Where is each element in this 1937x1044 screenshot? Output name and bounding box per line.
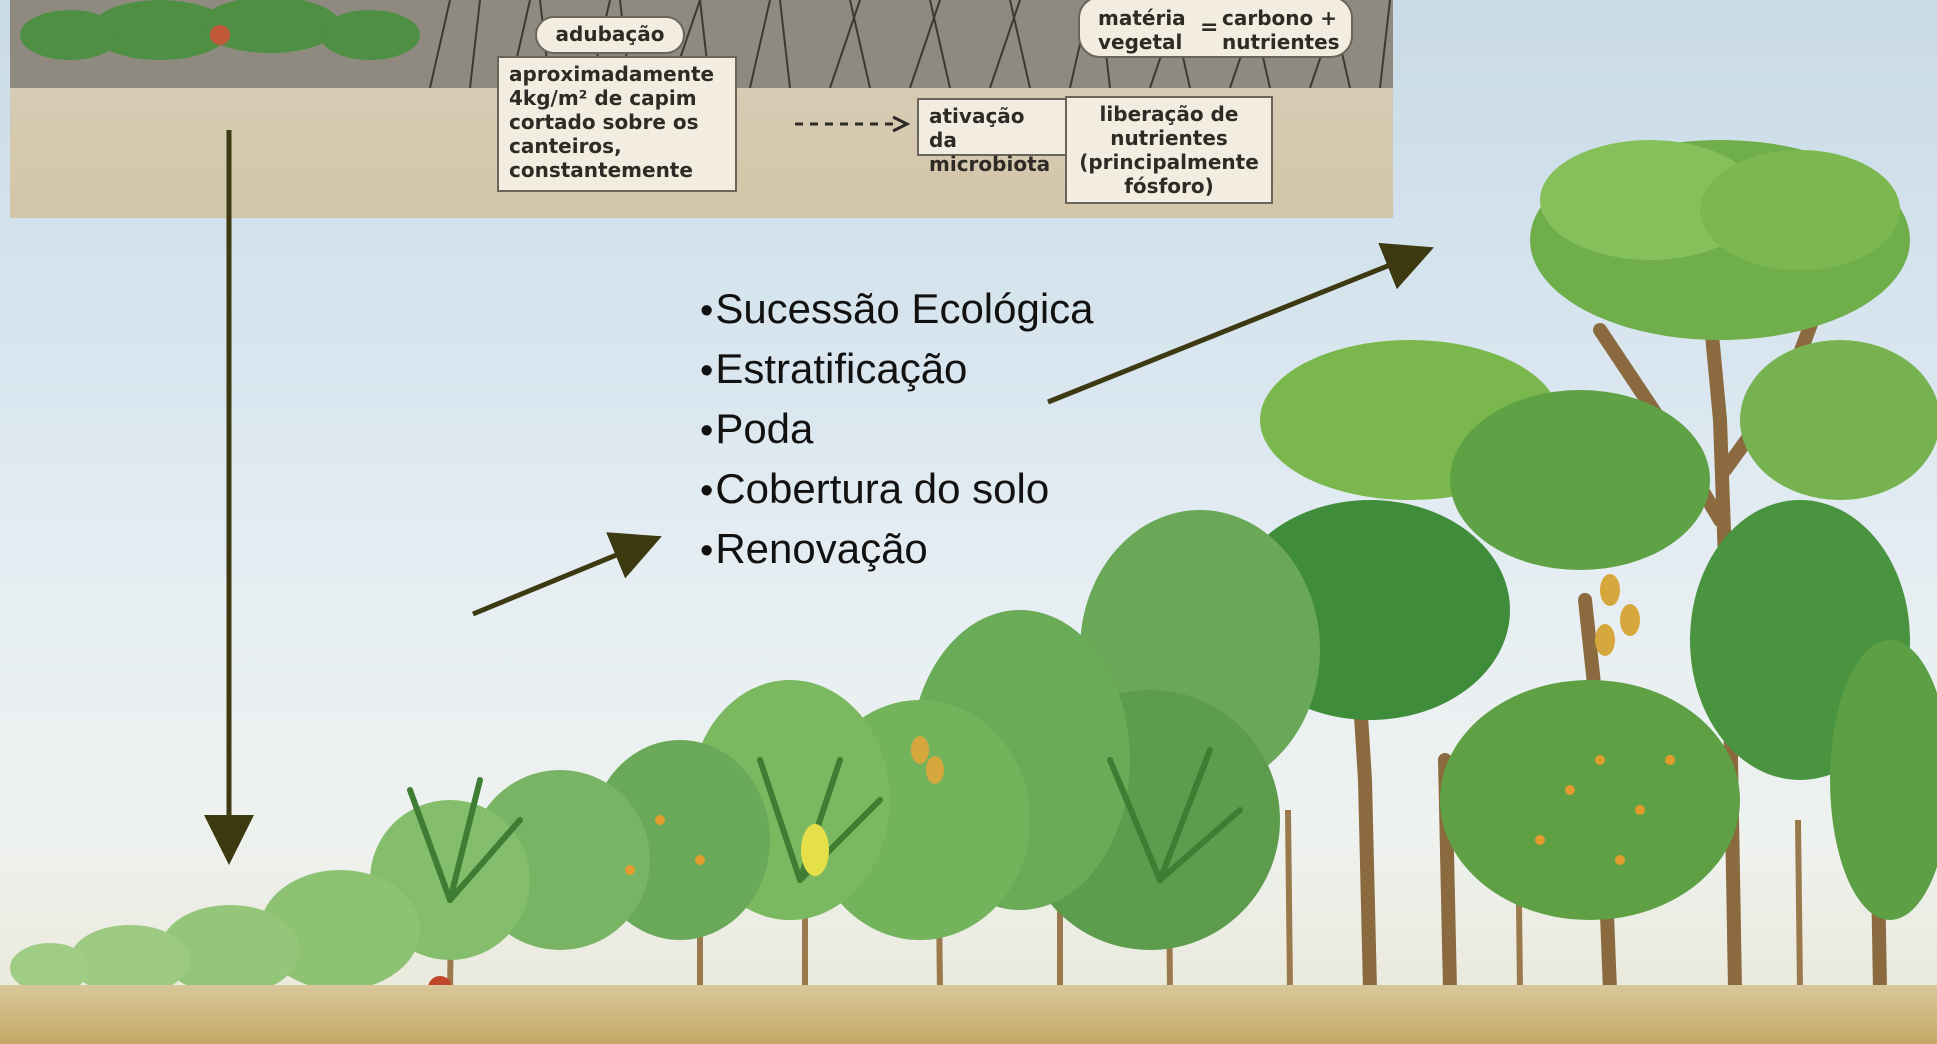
principle-item: Poda (700, 400, 1094, 460)
small-diagonal-arrow (472, 532, 662, 617)
mulch-detail-inset: adubação aproximadamente 4kg/m² de capim… (10, 0, 1393, 218)
microbiota-line: microbiota (929, 152, 1051, 176)
principle-item: Cobertura do solo (700, 460, 1094, 520)
principle-item: Estratificação (700, 340, 1094, 400)
amount-line: aproximadamente (509, 62, 715, 86)
equation-right-line: nutrientes (1222, 30, 1340, 54)
adubacao-label: adubação (555, 22, 665, 46)
equation-right: carbono + nutrientes (1222, 6, 1340, 54)
release-line: nutrientes (1110, 126, 1228, 150)
equation-left: matéria vegetal (1098, 6, 1186, 54)
release-line: fósforo) (1124, 174, 1214, 198)
dashed-arrow (795, 115, 911, 133)
equation-box: matéria vegetal = carbono + nutrientes (1078, 0, 1353, 58)
release-line: (principalmente (1079, 150, 1259, 174)
amount-line: canteiros, (509, 134, 622, 158)
long-diagonal-arrow (1047, 242, 1434, 405)
amount-line: cortado sobre os (509, 110, 699, 134)
nutrient-release-box: liberação de nutrientes (principalmente … (1065, 96, 1273, 204)
equation-operator: = (1200, 15, 1219, 40)
grass-amount-box: aproximadamente 4kg/m² de capim cortado … (497, 56, 737, 192)
principle-item: Sucessão Ecológica (700, 280, 1093, 340)
release-line: liberação de (1099, 102, 1239, 126)
adubacao-tag: adubação (535, 16, 685, 54)
soil-ground (0, 985, 1937, 1044)
equation-left-line: matéria (1098, 6, 1186, 30)
microbiota-line: ativação da (929, 104, 1025, 152)
amount-line: 4kg/m² de capim (509, 86, 697, 110)
amount-line: constantemente (509, 158, 693, 182)
equation-right-line: carbono + (1222, 6, 1337, 30)
equation-left-line: vegetal (1098, 30, 1183, 54)
principles-list: Sucessão Ecológica Estratificação Poda C… (700, 280, 1094, 580)
principle-item: Renovação (700, 520, 1094, 580)
